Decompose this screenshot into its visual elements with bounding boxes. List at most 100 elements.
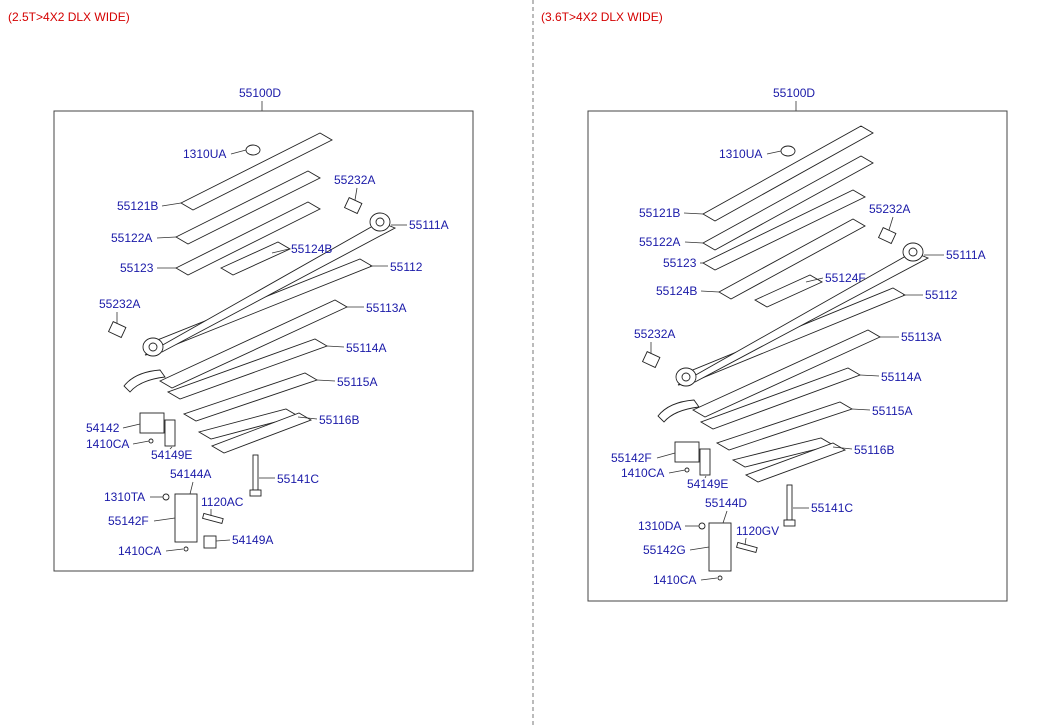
callout-54142[interactable]: 54142 — [86, 421, 120, 435]
leader — [326, 345, 345, 348]
callout-55121b[interactable]: 55121B — [639, 206, 680, 220]
leader — [189, 481, 194, 495]
callout-55142f[interactable]: 55142F — [108, 514, 149, 528]
callout-1410ca-b[interactable]: 1410CA — [653, 573, 696, 587]
spring-eye-rear-hole — [681, 372, 691, 382]
bolt-55141c-head — [783, 519, 796, 527]
leader — [656, 452, 676, 459]
callout-55113a[interactable]: 55113A — [901, 330, 941, 344]
leaf-55122a — [702, 155, 874, 251]
clip-54149a — [203, 535, 217, 549]
bolt-1410ca — [684, 467, 690, 473]
center-bolt-nut — [245, 144, 261, 156]
callout-55232a-top[interactable]: 55232A — [869, 202, 910, 216]
callout-1410ca-a[interactable]: 1410CA — [621, 466, 664, 480]
leader — [316, 379, 336, 382]
callout-55141c[interactable]: 55141C — [811, 501, 853, 515]
assembly-number[interactable]: 55100D — [239, 86, 281, 100]
callout-1310ua[interactable]: 1310UA — [183, 147, 226, 161]
clip-54149e — [699, 448, 711, 476]
callout-1410ca-a[interactable]: 1410CA — [86, 437, 129, 451]
leaf-55124b — [220, 241, 291, 276]
callout-55121b[interactable]: 55121B — [117, 199, 158, 213]
callout-55112[interactable]: 55112 — [925, 288, 958, 302]
callout-1120gv[interactable]: 1120GV — [736, 524, 779, 538]
leader — [297, 416, 318, 420]
leader — [704, 475, 707, 479]
callout-55111a[interactable]: 55111A — [409, 218, 449, 232]
callout-55114a[interactable]: 55114A — [881, 370, 921, 384]
callout-1410ca-b[interactable]: 1410CA — [118, 544, 161, 558]
bolt-1120gv — [736, 541, 758, 554]
nut-1310da — [698, 522, 706, 530]
callout-55232a-side[interactable]: 55232A — [634, 327, 675, 341]
callout-55114a[interactable]: 55114A — [346, 341, 386, 355]
leader — [851, 408, 871, 411]
callout-55112[interactable]: 55112 — [390, 260, 423, 274]
leader — [271, 248, 290, 254]
callout-55115a[interactable]: 55115A — [872, 404, 912, 418]
leader — [722, 510, 728, 524]
callout-54149e[interactable]: 54149E — [687, 477, 728, 491]
leader — [888, 216, 894, 231]
callout-55122a[interactable]: 55122A — [639, 235, 680, 249]
leader — [684, 241, 704, 244]
leader — [153, 517, 176, 522]
callout-55122a[interactable]: 55122A — [111, 231, 152, 245]
callouts: 1310UA 55121B 55232A 55122A 55111A 55124… — [86, 147, 449, 558]
bolt-55141c — [786, 484, 793, 521]
callout-55111a[interactable]: 55111A — [946, 248, 986, 262]
bracket-55144d — [708, 522, 732, 572]
leader — [766, 150, 782, 155]
leader — [700, 577, 718, 581]
bushing-top — [343, 197, 363, 215]
callout-1310ua[interactable]: 1310UA — [719, 147, 762, 161]
callout-55144d[interactable]: 55144D — [705, 496, 747, 510]
callout-54144a[interactable]: 54144A — [170, 467, 211, 481]
leaf-55121b — [702, 125, 874, 222]
leader — [683, 212, 704, 215]
callout-55123[interactable]: 55123 — [663, 256, 697, 270]
center-bolt-nut — [780, 145, 796, 157]
callout-55124b[interactable]: 55124B — [291, 242, 332, 256]
leader — [215, 539, 231, 542]
spring-leaves — [657, 125, 930, 483]
callout-55123[interactable]: 55123 — [120, 261, 154, 275]
callout-55141c[interactable]: 55141C — [277, 472, 319, 486]
right-panel: (3.6T>4X2 DLX WIDE) 55100D — [541, 10, 1008, 602]
callout-55116b[interactable]: 55116B — [854, 443, 894, 457]
callout-55124b[interactable]: 55124B — [656, 284, 697, 298]
leaf-55116b-lower — [210, 412, 313, 454]
leader — [132, 440, 150, 445]
callout-54149e[interactable]: 54149E — [151, 448, 192, 462]
variant-title: (2.5T>4X2 DLX WIDE) — [8, 10, 130, 24]
leader — [805, 277, 824, 283]
bolt-55141c — [252, 454, 259, 491]
leader — [859, 374, 880, 377]
bushing-side — [641, 351, 661, 369]
bracket-54144a — [174, 493, 198, 543]
leader — [668, 469, 686, 474]
bushing-top — [877, 227, 897, 245]
clip-54149e — [164, 419, 176, 447]
callout-1310da[interactable]: 1310DA — [638, 519, 681, 533]
leader — [689, 546, 710, 551]
leaf-end-curl — [123, 369, 166, 393]
bracket-55142f — [674, 441, 700, 463]
callout-55142g[interactable]: 55142G — [643, 543, 686, 557]
callout-1310ta[interactable]: 1310TA — [104, 490, 145, 504]
callout-55232a-top[interactable]: 55232A — [334, 173, 375, 187]
callout-55124f[interactable]: 55124F — [825, 271, 866, 285]
leader — [165, 548, 184, 552]
callout-1120ac[interactable]: 1120AC — [201, 495, 244, 509]
callout-55142f[interactable]: 55142F — [611, 451, 652, 465]
leader — [156, 236, 177, 239]
callout-55116b[interactable]: 55116B — [319, 413, 359, 427]
bolt-1410ca-b — [183, 546, 189, 552]
callout-54149a[interactable]: 54149A — [232, 533, 273, 547]
callout-55113a[interactable]: 55113A — [366, 301, 406, 315]
callout-55115a[interactable]: 55115A — [337, 375, 377, 389]
callout-55232a-side[interactable]: 55232A — [99, 297, 140, 311]
assembly-number[interactable]: 55100D — [773, 86, 815, 100]
